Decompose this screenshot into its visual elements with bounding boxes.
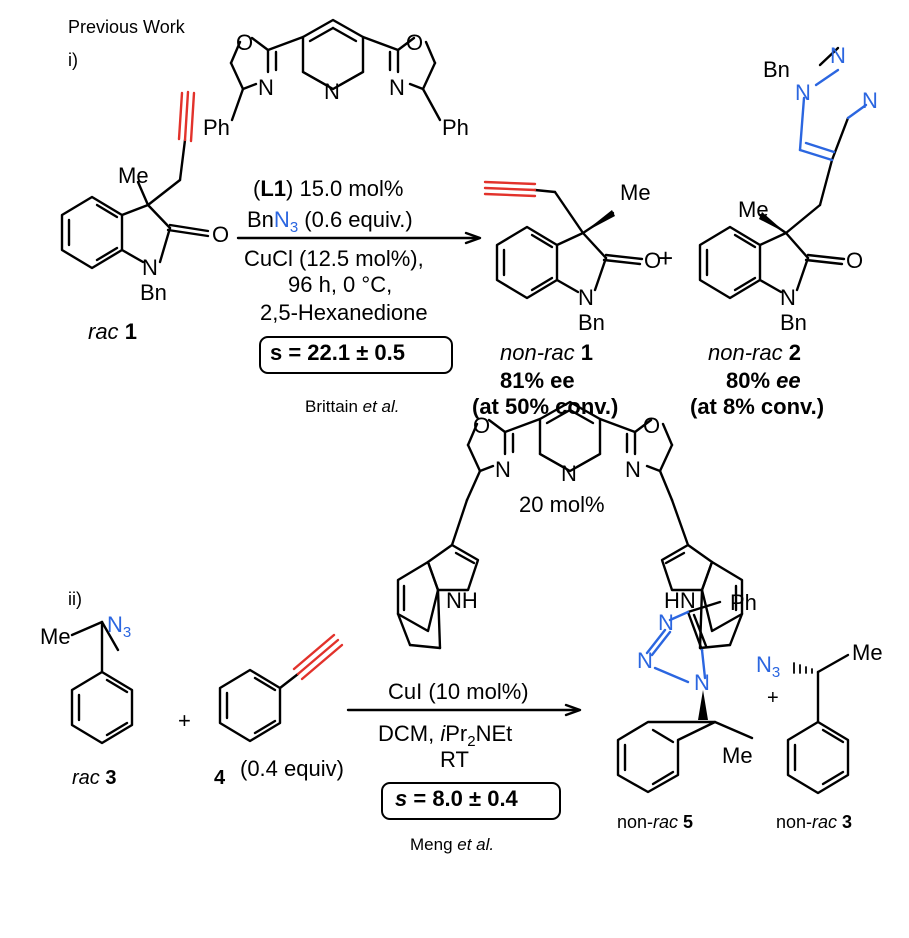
selectivity-i-box <box>259 336 453 374</box>
product1-conv: (at 50% conv.) <box>472 394 618 419</box>
product2-n2: N <box>830 43 846 68</box>
substrate-bn: Bn <box>140 280 167 305</box>
azide-caption: rac 3 <box>72 767 116 789</box>
ligand-l1-ph-left: Ph <box>203 115 230 140</box>
section-title: Previous Work <box>68 17 186 37</box>
substrate-o: O <box>212 222 229 247</box>
condition-ii-base: DCM, iPr2NEt <box>378 721 512 750</box>
product3-caption: non-rac 3 <box>776 812 852 832</box>
condition-azide: BnN3 (0.6 equiv.) <box>247 207 413 236</box>
product5-n-a: N <box>658 610 674 635</box>
azide-n3: N3 <box>107 612 131 641</box>
ligand-l1-n-left: N <box>258 75 274 100</box>
ligand-ii-loading: 20 mol% <box>519 492 605 517</box>
ligand-ii-o-right: O <box>643 413 660 438</box>
azide-me: Me <box>40 624 71 649</box>
product2-me: Me <box>738 197 769 222</box>
plus-i: + <box>658 243 673 273</box>
product5-caption: non-rac 5 <box>617 812 693 832</box>
condition-ii-temp: RT <box>440 747 469 772</box>
triazole-ring-i <box>798 68 868 162</box>
product-nonrac2-structure <box>698 46 850 300</box>
ligand-l1-n-py: N <box>324 79 340 104</box>
product2-bn: Bn <box>780 310 807 335</box>
product-nonrac5-structure <box>616 600 754 794</box>
alkyne-4-structure <box>218 668 300 743</box>
hashed-wedge-nonrac3 <box>793 662 813 674</box>
condition-time-temp: 96 h, 0 °C, <box>288 272 392 297</box>
product2-bn-top: Bn <box>763 57 790 82</box>
product3-n3: N3 <box>756 652 780 681</box>
product1-n: N <box>578 285 594 310</box>
selectivity-i: s = 22.1 ± 0.5 <box>270 340 405 365</box>
triazole-ring-ii <box>645 610 707 684</box>
ligand-ii-hn: HN <box>664 588 696 613</box>
ligand-l1-n-right: N <box>389 75 405 100</box>
product-nonrac3-structure <box>786 653 850 795</box>
product2-n3: N <box>862 88 878 113</box>
ligand-l1-structure <box>229 18 442 122</box>
alkyne-number: 4 <box>214 767 226 789</box>
product2-n1: N <box>795 80 811 105</box>
product2-o: O <box>846 248 863 273</box>
product1-me: Me <box>620 180 651 205</box>
ligand-ii-n-right: N <box>625 457 641 482</box>
ligand-ii-structure <box>396 400 744 650</box>
product5-n-c: N <box>694 670 710 695</box>
ligand-ii-o-left: O <box>473 413 490 438</box>
ligand-ii-n-py: N <box>561 461 577 486</box>
alkyne-substrate-i <box>177 90 196 143</box>
scheme-i-label: i) <box>68 50 78 70</box>
reaction-arrow-i <box>236 231 482 245</box>
condition-catalyst: CuCl (12.5 mol%), <box>244 246 424 271</box>
reaction-arrow-ii <box>346 703 582 717</box>
product1-caption: non-rac 1 <box>500 340 593 365</box>
product5-ph: Ph <box>730 590 757 615</box>
product5-n-b: N <box>637 648 653 673</box>
citation-ii: Meng et al. <box>410 835 494 854</box>
substrate-rac1-structure <box>60 138 210 270</box>
product5-me: Me <box>722 743 753 768</box>
substrate-caption: rac 1 <box>88 319 137 344</box>
ligand-ii-n-left: N <box>495 457 511 482</box>
scheme-ii-label: ii) <box>68 589 82 609</box>
product-nonrac1-structure <box>495 188 644 300</box>
alkyne-product-i <box>483 180 537 198</box>
ligand-l1-o-left: O <box>236 30 253 55</box>
plus-ii-1: + <box>178 708 191 733</box>
alkyne-4-triple <box>292 633 344 681</box>
product2-ee: 80% ee <box>726 368 801 393</box>
condition-l1: (L1) 15.0 mol% <box>253 176 403 201</box>
citation-i: Brittain et al. <box>305 397 400 416</box>
condition-ii-catalyst: CuI (10 mol%) <box>388 679 529 704</box>
plus-ii-2: + <box>767 687 779 709</box>
product3-me: Me <box>852 640 883 665</box>
product1-o: O <box>644 248 661 273</box>
product1-bn: Bn <box>578 310 605 335</box>
selectivity-ii: s = 8.0 ± 0.4 <box>395 786 519 811</box>
product2-n: N <box>780 285 796 310</box>
ligand-l1-ph-right: Ph <box>442 115 469 140</box>
substrate-me: Me <box>118 163 149 188</box>
product1-ee: 81% ee <box>500 368 575 393</box>
product2-caption: non-rac 2 <box>708 340 801 365</box>
product2-conv: (at 8% conv.) <box>690 394 824 419</box>
condition-solvent: 2,5-Hexanedione <box>260 300 428 325</box>
alkyne-equiv: (0.4 equiv) <box>240 756 344 781</box>
ligand-ii-nh: NH <box>446 588 478 613</box>
ligand-l1-o-right: O <box>406 30 423 55</box>
selectivity-ii-box <box>381 782 561 820</box>
substrate-n: N <box>142 255 158 280</box>
azide-rac3-structure <box>70 620 134 745</box>
